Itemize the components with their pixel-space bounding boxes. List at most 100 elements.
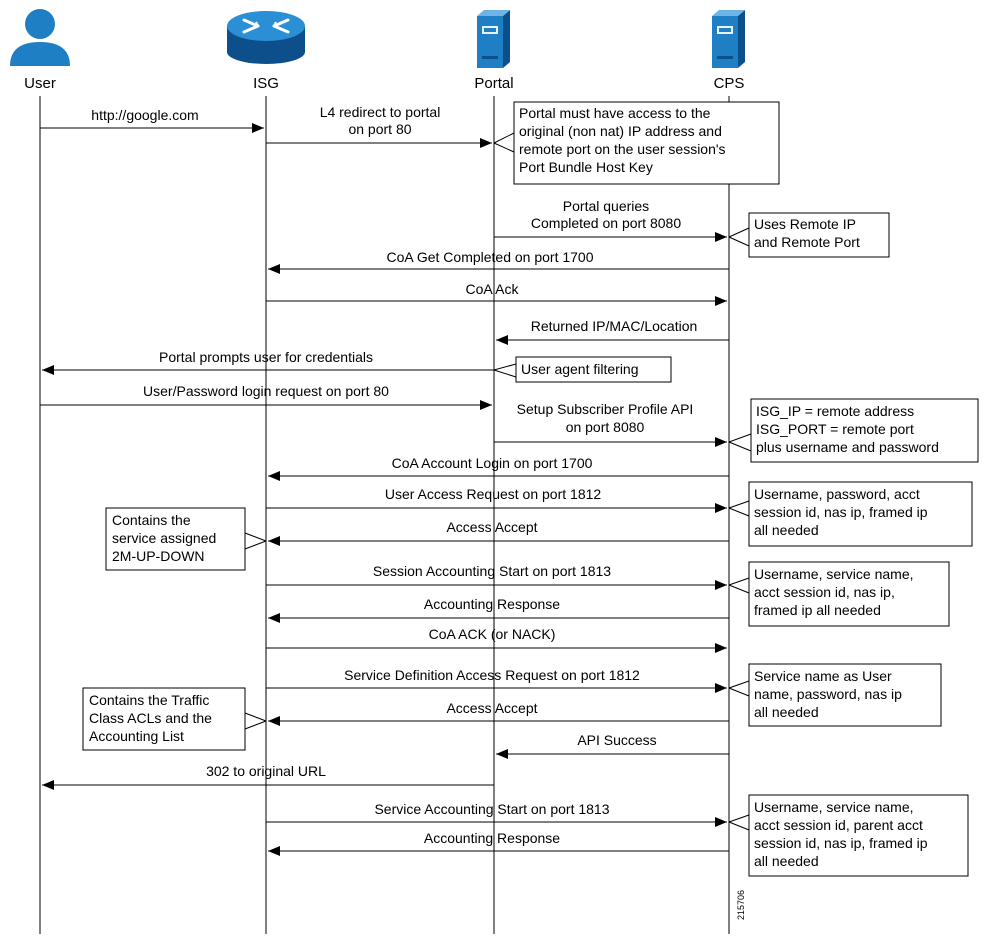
note-line: User agent filtering bbox=[521, 361, 639, 377]
message-label-line: Access Accept bbox=[446, 700, 537, 716]
message-label-line: CoA Account Login on port 1700 bbox=[392, 455, 593, 471]
message: Service Accounting Start on port 1813 bbox=[266, 801, 727, 827]
note-line: Username, password, acct bbox=[754, 486, 920, 502]
note-line: Class ACLs and the bbox=[89, 710, 212, 726]
message-label-line: Completed on port 8080 bbox=[531, 215, 681, 231]
message: CoA ACK (or NACK) bbox=[266, 626, 727, 653]
note-box bbox=[748, 212, 890, 258]
message: Session Accounting Start on port 1813 bbox=[266, 563, 727, 590]
note-box bbox=[105, 507, 246, 571]
message: http://google.com bbox=[40, 107, 264, 133]
message-label-line: Accounting Response bbox=[424, 596, 560, 612]
message-label-line: Portal queries bbox=[563, 198, 649, 214]
note-line: plus username and password bbox=[756, 439, 939, 455]
message-label-line: http://google.com bbox=[91, 107, 198, 123]
actor-label-isg: ISG bbox=[253, 75, 279, 92]
message-label: Portal prompts user for credentials bbox=[159, 349, 373, 365]
message-label-line: API Success bbox=[577, 732, 656, 748]
note-callout: Uses Remote IP and Remote Port bbox=[728, 212, 890, 258]
actor-label-cps: CPS bbox=[714, 75, 745, 92]
note-text: ISG_IP = remote address ISG_PORT = remot… bbox=[756, 403, 939, 455]
message: Service Definition Access Request on por… bbox=[266, 667, 727, 693]
message-label: 302 to original URL bbox=[206, 763, 326, 779]
message-label-line: User Access Request on port 1812 bbox=[385, 486, 602, 502]
note-line: all needed bbox=[754, 522, 819, 538]
figure-id: 215706 bbox=[736, 890, 746, 920]
note-line: Accounting List bbox=[89, 728, 184, 744]
message: Portal prompts user for credentials bbox=[42, 349, 494, 375]
server-icon bbox=[712, 10, 745, 68]
message-label: CoA ACK (or NACK) bbox=[429, 626, 556, 642]
message: CoA Account Login on port 1700 bbox=[268, 455, 729, 481]
message-label: Returned IP/MAC/Location bbox=[531, 318, 698, 334]
note-box bbox=[748, 561, 950, 627]
message: Returned IP/MAC/Location bbox=[496, 318, 729, 345]
note-callout: Portal must have access to the original … bbox=[493, 101, 780, 185]
message-label-line: 302 to original URL bbox=[206, 763, 326, 779]
note-line: Uses Remote IP bbox=[754, 216, 856, 232]
message-label-line: Setup Subscriber Profile API bbox=[517, 401, 694, 417]
message: CoA Ack bbox=[266, 281, 727, 306]
note-line: 2M-UP-DOWN bbox=[112, 548, 205, 564]
note-text: Contains the Traffic Class ACLs and the … bbox=[89, 692, 216, 744]
message-label: User/Password login request on port 80 bbox=[143, 383, 389, 399]
user-icon bbox=[10, 9, 70, 66]
actor-label-portal: Portal bbox=[474, 75, 513, 92]
note-text: Username, password, acct session id, nas… bbox=[754, 486, 931, 538]
message-label-line: Service Definition Access Request on por… bbox=[344, 667, 640, 683]
note-text: Contains the service assigned 2M-UP-DOWN bbox=[112, 512, 220, 564]
message-label-line: CoA ACK (or NACK) bbox=[429, 626, 556, 642]
message-label: CoA Get Completed on port 1700 bbox=[386, 249, 593, 265]
note-line: and Remote Port bbox=[754, 234, 860, 250]
message: User Access Request on port 1812 bbox=[266, 486, 727, 513]
note-line: Contains the Traffic bbox=[89, 692, 209, 708]
message-label: http://google.com bbox=[91, 107, 198, 123]
router-icon bbox=[227, 11, 305, 64]
note-text: User agent filtering bbox=[521, 361, 639, 377]
message-label-line: User/Password login request on port 80 bbox=[143, 383, 389, 399]
note-box bbox=[748, 481, 973, 547]
message: Accounting Response bbox=[268, 830, 729, 856]
message-label: Session Accounting Start on port 1813 bbox=[373, 563, 611, 579]
note-callout: Username, service name, acct session id,… bbox=[728, 794, 969, 877]
note-box bbox=[750, 398, 979, 463]
note-line: original (non nat) IP address and bbox=[519, 123, 722, 139]
message-label-line: Returned IP/MAC/Location bbox=[531, 318, 698, 334]
message-label: CoA Ack bbox=[466, 281, 520, 297]
note-callout: Username, service name, acct session id,… bbox=[728, 561, 950, 627]
notes: Portal must have access to the original … bbox=[82, 101, 979, 877]
note-callout: Contains the Traffic Class ACLs and the … bbox=[82, 687, 267, 751]
message-label-line: Access Accept bbox=[446, 519, 537, 535]
note-line: name, password, nas ip bbox=[754, 686, 902, 702]
message-label-line: Accounting Response bbox=[424, 830, 560, 846]
note-callout: User agent filtering bbox=[493, 356, 672, 383]
note-line: Username, service name, bbox=[754, 566, 914, 582]
note-box bbox=[748, 663, 942, 727]
message: Accounting Response bbox=[268, 596, 729, 623]
note-line: session id, nas ip, framed ip bbox=[754, 835, 928, 851]
message-label: Service Definition Access Request on por… bbox=[344, 667, 640, 683]
note-line: Contains the bbox=[112, 512, 191, 528]
actor-label-user: User bbox=[24, 75, 56, 92]
note-text: Service name as User name, password, nas… bbox=[754, 668, 906, 720]
message-label: CoA Account Login on port 1700 bbox=[392, 455, 593, 471]
message-label: Service Accounting Start on port 1813 bbox=[374, 801, 609, 817]
server-icon bbox=[477, 10, 510, 68]
message: User/Password login request on port 80 bbox=[40, 383, 492, 410]
note-box bbox=[513, 101, 780, 185]
message-label-line: CoA Ack bbox=[466, 281, 520, 297]
note-line: framed ip all needed bbox=[754, 602, 881, 618]
note-text: Username, service name, acct session id,… bbox=[754, 566, 917, 618]
message-label: Accounting Response bbox=[424, 830, 560, 846]
note-text: Uses Remote IP and Remote Port bbox=[754, 216, 860, 250]
note-line: acct session id, nas ip, bbox=[754, 584, 895, 600]
note-text: Portal must have access to the original … bbox=[519, 105, 729, 175]
note-callout: Service name as User name, password, nas… bbox=[728, 663, 942, 727]
